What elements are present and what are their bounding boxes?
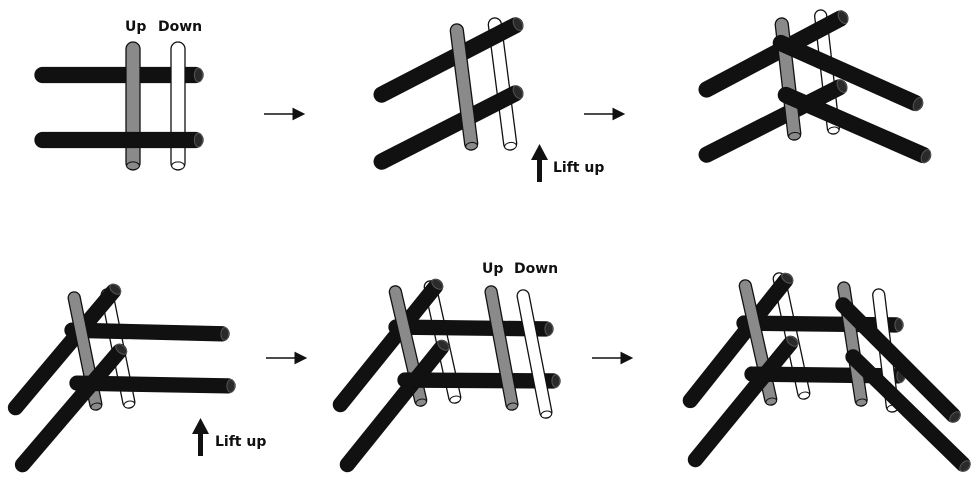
black-pole-top	[34, 66, 204, 84]
black-pole-right-bottom	[777, 86, 932, 164]
panel-step-2	[373, 17, 524, 170]
lift-up-arrow-2	[192, 418, 209, 456]
black-pole-left-bottom	[687, 335, 799, 468]
black-pole-h-top	[388, 319, 554, 337]
panel-step-4	[7, 283, 236, 473]
black-pole-left-top	[698, 10, 849, 98]
black-pole-left-bottom	[339, 339, 450, 473]
label-lift-up-2: Lift up	[215, 434, 266, 450]
label-down-2: Down	[514, 261, 558, 277]
black-pole-h-top	[64, 322, 230, 342]
white-pole-right	[516, 289, 553, 419]
black-pole-left-top	[7, 283, 122, 416]
panel-step-3	[698, 9, 932, 164]
black-pole-h-bottom	[69, 375, 236, 394]
black-pole-bottom	[373, 85, 524, 170]
white-pole-down	[170, 41, 186, 171]
panel-step-1	[34, 41, 204, 171]
gray-pole-up	[449, 23, 479, 151]
label-down-1: Down	[158, 19, 202, 35]
white-pole-down	[487, 17, 518, 151]
black-pole-left-top	[682, 272, 794, 409]
gray-pole-up	[125, 41, 141, 171]
black-pole-left-top	[332, 278, 444, 413]
gray-pole-right	[484, 285, 519, 411]
black-pole-top	[373, 17, 524, 103]
label-up-2: Up	[482, 261, 503, 277]
black-pole-right-top	[772, 34, 924, 112]
black-pole-left-bottom	[14, 343, 128, 473]
black-pole-right-top	[835, 297, 961, 423]
panel-step-5	[332, 278, 561, 473]
panel-step-6	[682, 272, 971, 472]
label-lift-up-1: Lift up	[553, 160, 604, 176]
lift-up-arrow-1	[531, 144, 548, 182]
black-pole-right-bottom	[845, 349, 971, 472]
black-pole-h-bottom	[397, 372, 561, 389]
label-up-1: Up	[125, 19, 146, 35]
black-pole-bottom	[34, 131, 204, 149]
